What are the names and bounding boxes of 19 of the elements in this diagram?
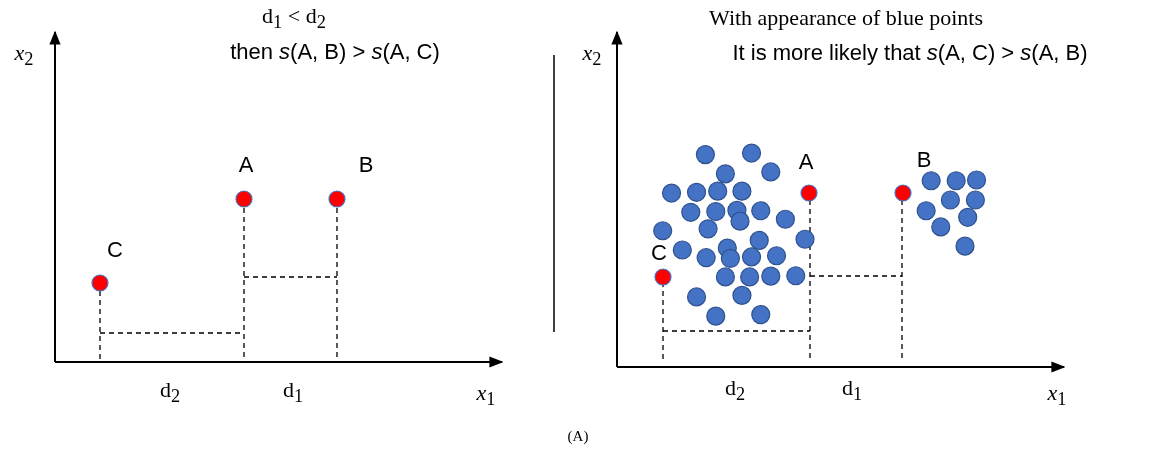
point-label: A <box>798 149 814 175</box>
heading-text: With appearance of blue points <box>709 5 983 31</box>
heading-text: d$_{1}$ < d$_{2}$ <box>262 3 326 33</box>
point-label: C <box>107 237 123 263</box>
distance-label: d$_{2}$ <box>724 375 746 405</box>
axis-label: x$_{1}$ <box>1047 380 1067 410</box>
distance-label: d$_{2}$ <box>159 377 181 407</box>
axis-label: x$_{2}$ <box>582 40 602 70</box>
axis-label: x$_{1}$ <box>476 380 496 410</box>
distance-label: d$_{1}$ <box>282 377 304 407</box>
caption: (A) <box>567 427 589 445</box>
point-label: C <box>651 240 667 266</box>
heading-text: It is more likely that s(A, C) > s(A, B) <box>732 40 1088 66</box>
point-label: B <box>358 152 374 178</box>
axis-label: x$_{2}$ <box>14 40 34 70</box>
distance-label: d$_{1}$ <box>841 375 863 405</box>
heading-text: then s(A, B) > s(A, C) <box>230 39 440 65</box>
point-label: A <box>238 152 254 178</box>
point-label: B <box>916 147 932 173</box>
